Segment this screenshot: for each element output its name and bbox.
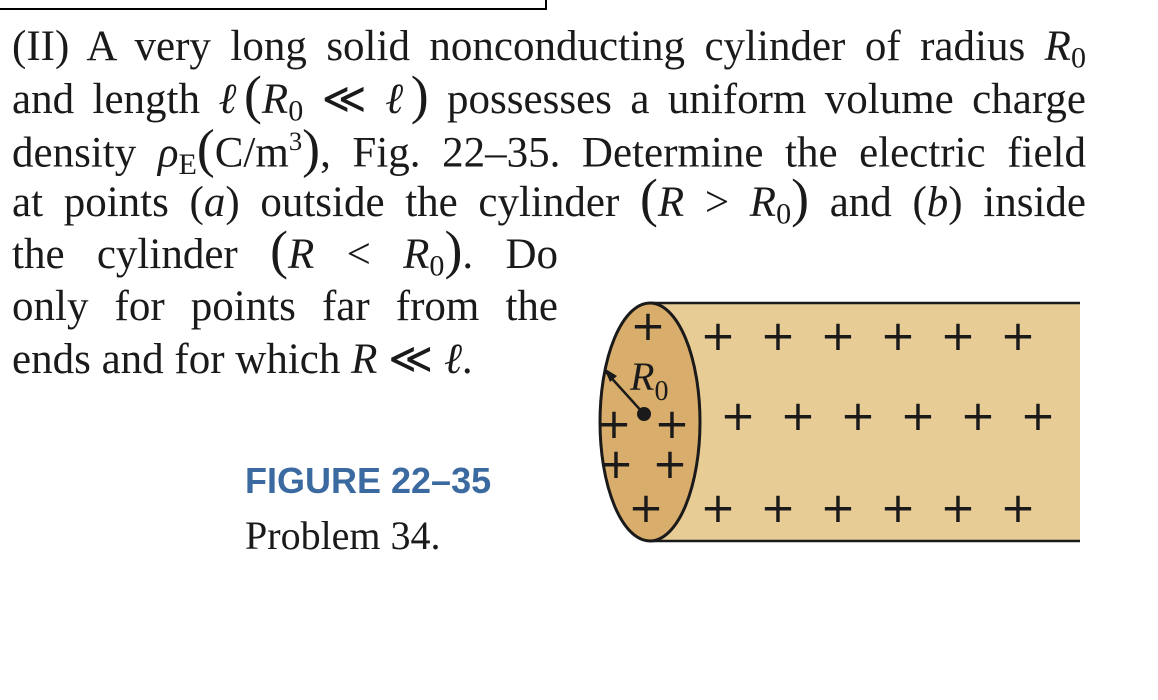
plus-charge-sign: + (654, 399, 689, 448)
plus-charge-sign: + (1020, 391, 1055, 440)
plus-charge-sign: + (630, 301, 665, 350)
radius-subscript: 0 (654, 376, 668, 407)
cylinder-body (650, 303, 1080, 541)
radius-symbol: R (629, 354, 654, 399)
plus-charge-sign: + (1000, 311, 1035, 360)
plus-charge-sign: + (700, 311, 735, 360)
center-dot (637, 407, 651, 421)
plus-charge-sign: + (900, 391, 935, 440)
figure-caption: Problem 34. (245, 513, 441, 558)
plus-charge-sign: + (940, 483, 975, 532)
cylinder-diagram: R0 ++++++++++++++++++++++++ (596, 301, 1080, 543)
problem-line-2: and length ℓ(R0 ≪ ℓ) possesses a uniform… (12, 65, 1086, 128)
plus-charge-sign: + (820, 483, 855, 532)
plus-charge-sign: + (880, 311, 915, 360)
plus-charge-sign: + (700, 483, 735, 532)
figure-label: FIGURE 22–35 (245, 460, 492, 501)
plus-charge-sign: + (940, 311, 975, 360)
problem-line-7: ends and for which R ≪ ℓ. (12, 336, 473, 383)
problem-line-1: (II) A very long solid nonconducting cyl… (12, 23, 1086, 75)
cylinder-figure: R0 ++++++++++++++++++++++++ (590, 290, 1090, 555)
radius-label: R0 (629, 354, 668, 407)
plus-charge-sign: + (596, 399, 631, 448)
plus-charge-sign: + (820, 311, 855, 360)
plus-charge-sign: + (628, 483, 663, 532)
plus-charge-sign: + (598, 439, 633, 488)
plus-charge-sign: + (780, 391, 815, 440)
plus-charge-sign: + (880, 483, 915, 532)
plus-charge-sign: + (960, 391, 995, 440)
problem-line-3: density ρE(C/m3), Fig. 22–35. Determine … (12, 118, 1086, 182)
plus-charge-sign: + (720, 391, 755, 440)
plus-charge-sign: + (1000, 483, 1035, 532)
top-frame-border (0, 0, 547, 10)
charge-plus-signs: ++++++++++++++++++++++++ (596, 301, 1055, 532)
cylinder-end-face (598, 301, 702, 543)
radius-arrowhead (604, 368, 617, 382)
plus-charge-sign: + (760, 311, 795, 360)
plus-charge-sign: + (760, 483, 795, 532)
plus-charge-sign: + (840, 391, 875, 440)
problem-line-5: the cylinder (R < R0). Do (12, 220, 558, 283)
problem-line-6: only for points far from the (12, 283, 558, 330)
plus-charge-sign: + (652, 439, 687, 488)
problem-line-4: at points (a) outside the cylinder (R > … (12, 168, 1087, 231)
